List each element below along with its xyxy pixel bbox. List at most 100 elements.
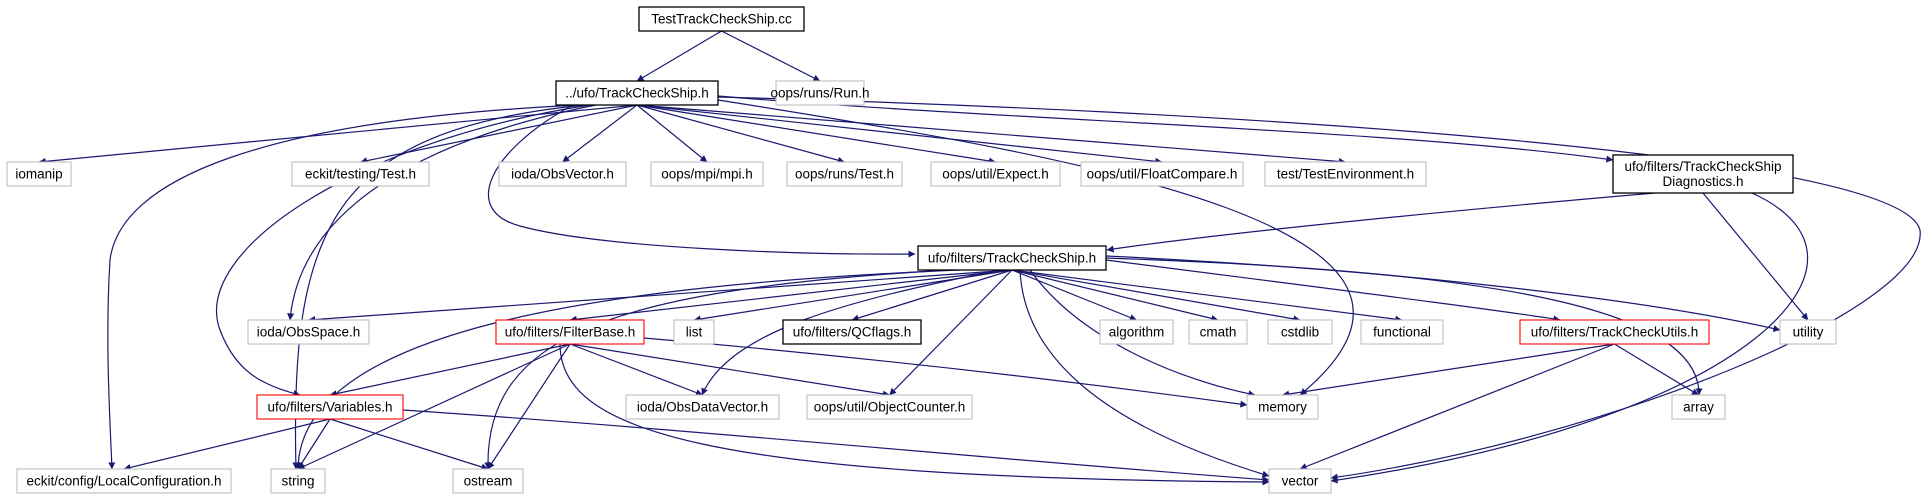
edge-tcutils-to-vector bbox=[1299, 343, 1615, 470]
node-obsspace[interactable]: ioda/ObsSpace.h bbox=[247, 319, 370, 345]
node-obsdatavector[interactable]: ioda/ObsDataVector.h bbox=[625, 394, 780, 420]
node-box-obsspace bbox=[247, 319, 370, 345]
node-box-testenv bbox=[1264, 161, 1427, 187]
edge-tcs_test-to-tcs bbox=[488, 104, 916, 258]
node-box-tcs bbox=[917, 245, 1107, 271]
node-cmath[interactable]: cmath bbox=[1188, 319, 1248, 345]
node-tcs_test[interactable]: ../ufo/TrackCheckShip.h bbox=[555, 80, 719, 106]
node-box-filterbase bbox=[495, 319, 645, 345]
node-floatcompare[interactable]: oops/util/FloatCompare.h bbox=[1080, 161, 1244, 187]
node-functional[interactable]: functional bbox=[1360, 319, 1444, 345]
node-box-obsdatavector bbox=[625, 394, 780, 420]
edge-tcs-to-utility bbox=[1105, 255, 1781, 332]
node-filterbase[interactable]: ufo/filters/FilterBase.h bbox=[495, 319, 645, 345]
node-box-list bbox=[673, 319, 715, 345]
node-label-iomanip: iomanip bbox=[15, 167, 62, 182]
node-vector[interactable]: vector bbox=[1268, 468, 1332, 494]
node-obsvector[interactable]: ioda/ObsVector.h bbox=[498, 161, 627, 187]
node-label-diag: ufo/filters/TrackCheckShip bbox=[1624, 159, 1781, 174]
node-label-mpi: oops/mpi/mpi.h bbox=[661, 167, 753, 182]
node-box-mpi bbox=[650, 161, 764, 187]
node-box-array bbox=[1671, 394, 1726, 420]
node-box-oops_run bbox=[775, 80, 865, 106]
node-label-objectcounter: oops/util/ObjectCounter.h bbox=[814, 400, 966, 415]
edge-variables-to-vector bbox=[402, 409, 1270, 483]
edge-filterbase-to-objectcounter bbox=[569, 343, 890, 398]
node-label-variables: ufo/filters/Variables.h bbox=[267, 400, 392, 415]
edge-tcs_test-to-expect bbox=[636, 104, 996, 165]
edge-filterbase-to-ostream bbox=[487, 343, 571, 470]
node-box-obsvector bbox=[498, 161, 627, 187]
node-box-objectcounter bbox=[806, 394, 973, 420]
node-label-ostream: ostream bbox=[464, 474, 513, 489]
edge-tcs_test-to-floatcompare bbox=[636, 104, 1163, 165]
node-localconfig[interactable]: eckit/config/LocalConfiguration.h bbox=[16, 468, 232, 494]
node-box-cmath bbox=[1188, 319, 1248, 345]
node-expect[interactable]: oops/util/Expect.h bbox=[930, 161, 1061, 187]
node-box-algorithm bbox=[1099, 319, 1174, 345]
edge-variables-to-ostream bbox=[329, 418, 489, 471]
node-cstdlib[interactable]: cstdlib bbox=[1267, 319, 1333, 345]
node-box-memory bbox=[1246, 394, 1319, 420]
node-utility[interactable]: utility bbox=[1779, 319, 1837, 345]
nodes-layer: TestTrackCheckShip.cc ../ufo/TrackCheckSh… bbox=[6, 6, 1837, 494]
edge-tcs_test-to-obsspace bbox=[287, 104, 597, 321]
node-label-vector: vector bbox=[1282, 474, 1319, 489]
edge-tcs_test-to-runs_test bbox=[636, 104, 845, 164]
node-box-iomanip bbox=[6, 161, 72, 187]
node-iomanip[interactable]: iomanip bbox=[6, 161, 72, 187]
edge-tcs_test-to-string bbox=[292, 104, 586, 470]
edge-variables-to-localconfig bbox=[123, 418, 331, 471]
edge-diag-to-utility bbox=[1702, 192, 1809, 321]
edge-tcs-to-array bbox=[1105, 257, 1703, 396]
edge-tcs_test-to-iomanip bbox=[38, 104, 638, 165]
edge-tcutils-to-memory bbox=[1282, 343, 1615, 398]
edge-root-to-oops_run bbox=[721, 30, 821, 82]
edge-tcs_test-to-mpi bbox=[636, 104, 708, 163]
node-oops_run[interactable]: oops/runs/Run.h bbox=[770, 80, 870, 106]
node-runs_test[interactable]: oops/runs/Test.h bbox=[786, 161, 903, 187]
node-label-obsdatavector: ioda/ObsDataVector.h bbox=[637, 400, 768, 415]
node-array[interactable]: array bbox=[1671, 394, 1726, 420]
node-tcs[interactable]: ufo/filters/TrackCheckShip.h bbox=[917, 245, 1107, 271]
edge-tcs-to-tcutils bbox=[1105, 259, 1561, 323]
node-testenv[interactable]: test/TestEnvironment.h bbox=[1264, 161, 1427, 187]
edge-diag-to-vector bbox=[1330, 192, 1809, 484]
edge-filterbase-to-obsdatavector bbox=[569, 343, 703, 396]
edge-tcs-to-vector bbox=[1019, 269, 1270, 478]
node-list[interactable]: list bbox=[673, 319, 715, 345]
edge-filterbase-to-variables bbox=[329, 343, 571, 398]
node-box-qcflags bbox=[782, 319, 922, 345]
node-box-string bbox=[270, 468, 326, 494]
node-ostream[interactable]: ostream bbox=[452, 468, 524, 494]
edge-tcs-to-cstdlib bbox=[1011, 269, 1301, 323]
node-eckit_test[interactable]: eckit/testing/Test.h bbox=[291, 161, 430, 187]
node-box-floatcompare bbox=[1080, 161, 1244, 187]
node-label-tcs_test: ../ufo/TrackCheckShip.h bbox=[565, 86, 709, 101]
node-memory[interactable]: memory bbox=[1246, 394, 1319, 420]
node-label-functional: functional bbox=[1373, 325, 1431, 340]
node-box-utility bbox=[1779, 319, 1837, 345]
node-box-tcs_test bbox=[555, 80, 719, 106]
edge-tcs-to-qcflags bbox=[851, 269, 1013, 322]
node-label-floatcompare: oops/util/FloatCompare.h bbox=[1087, 167, 1238, 182]
edge-tcs-to-obsspace bbox=[308, 269, 1013, 324]
node-tcutils[interactable]: ufo/filters/TrackCheckUtils.h bbox=[1519, 319, 1710, 345]
edge-root-to-tcs_test bbox=[636, 30, 722, 82]
node-box-diag bbox=[1612, 154, 1794, 194]
edge-tcutils-to-array bbox=[1614, 343, 1699, 396]
node-string[interactable]: string bbox=[270, 468, 326, 494]
node-label-runs_test: oops/runs/Test.h bbox=[795, 167, 894, 182]
node-qcflags[interactable]: ufo/filters/QCflags.h bbox=[782, 319, 922, 345]
node-box-eckit_test bbox=[291, 161, 430, 187]
node-mpi[interactable]: oops/mpi/mpi.h bbox=[650, 161, 764, 187]
node-label-utility: utility bbox=[1793, 325, 1824, 340]
node-label-obsspace: ioda/ObsSpace.h bbox=[257, 325, 361, 340]
edge-tcs-to-string bbox=[294, 269, 961, 470]
node-algorithm[interactable]: algorithm bbox=[1099, 319, 1174, 345]
node-variables[interactable]: ufo/filters/Variables.h bbox=[256, 394, 404, 420]
node-root[interactable]: TestTrackCheckShip.cc bbox=[638, 6, 805, 32]
node-objectcounter[interactable]: oops/util/ObjectCounter.h bbox=[806, 394, 973, 420]
